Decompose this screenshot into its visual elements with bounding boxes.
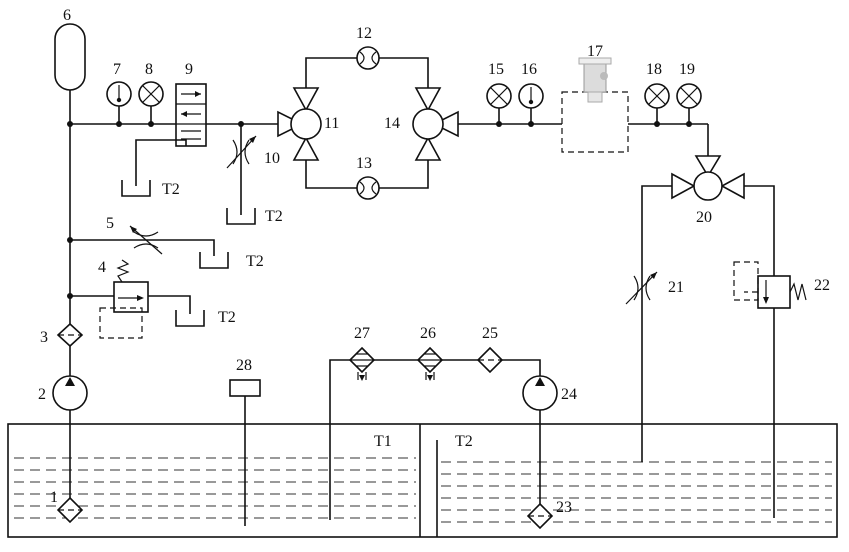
drain-t2-label-5: T2 [246, 253, 264, 270]
reservoir: T1 T2 [8, 424, 837, 537]
pump-2: 2 [38, 376, 87, 410]
label-7: 7 [113, 61, 121, 78]
label-6: 6 [63, 7, 71, 24]
three-way-valve-20: 20 [642, 156, 774, 518]
label-21: 21 [668, 279, 684, 296]
label-17: 17 [587, 43, 603, 60]
label-19: 19 [679, 61, 695, 78]
tank-t1-label: T1 [374, 433, 392, 450]
label-8: 8 [145, 61, 153, 78]
throttle-valve-10: T2 10 [227, 124, 283, 225]
tank-t2-label: T2 [455, 433, 473, 450]
drain-t2-label-9: T2 [162, 181, 180, 198]
label-23: 23 [556, 499, 572, 516]
drain-t2-label-4: T2 [218, 309, 236, 326]
flow-meter-13: 13 [356, 155, 379, 199]
pressure-indicator-8: 8 [139, 61, 163, 124]
pressure-indicator-19: 19 [677, 61, 701, 124]
relief-valve-22: 22 [734, 262, 830, 308]
pressure-indicator-18: 18 [645, 61, 669, 124]
test-component-17: 17 [562, 43, 628, 152]
label-3: 3 [40, 329, 48, 346]
throttle-valve-21: 21 [626, 272, 684, 304]
accumulator-6: 6 [55, 7, 85, 90]
filter-25: 25 [478, 325, 502, 372]
label-16: 16 [521, 61, 537, 78]
filter-27: 27 [350, 325, 374, 381]
label-27: 27 [354, 325, 370, 342]
label-4: 4 [98, 259, 106, 276]
label-13: 13 [356, 155, 372, 172]
label-15: 15 [488, 61, 504, 78]
label-28: 28 [236, 357, 252, 374]
thermometer-7: 7 [107, 61, 131, 124]
relief-valve-4: T2 4 [70, 259, 236, 338]
right-pressure-line [458, 121, 708, 156]
label-26: 26 [420, 325, 436, 342]
thermometer-16: 16 [519, 61, 543, 124]
flow-meter-12: 12 [356, 25, 379, 69]
label-25: 25 [482, 325, 498, 342]
fluid-level-lines [14, 458, 832, 522]
pump-24: 24 [523, 376, 577, 410]
main-pressure-line [67, 88, 278, 500]
label-24: 24 [561, 386, 577, 403]
label-1: 1 [50, 489, 58, 506]
label-22: 22 [814, 277, 830, 294]
filter-26: 26 [418, 325, 442, 381]
label-20: 20 [696, 209, 712, 226]
pressure-indicator-15: 15 [487, 61, 511, 124]
filter-3: 3 [40, 324, 82, 346]
suction-filter-23: 23 [528, 499, 572, 528]
label-2: 2 [38, 386, 46, 403]
filtration-loop [330, 360, 540, 520]
label-11: 11 [324, 115, 339, 132]
three-way-valve-14: 14 [384, 88, 458, 160]
three-way-valve-11: 11 [278, 88, 339, 160]
drain-t2-label-10: T2 [265, 208, 283, 225]
label-14: 14 [384, 115, 400, 132]
directional-valve-9: 9 T2 [122, 61, 206, 198]
label-9: 9 [185, 61, 193, 78]
label-12: 12 [356, 25, 372, 42]
label-5: 5 [106, 215, 114, 232]
label-10: 10 [264, 150, 280, 167]
label-18: 18 [646, 61, 662, 78]
level-sensor-28: 28 [230, 357, 260, 526]
